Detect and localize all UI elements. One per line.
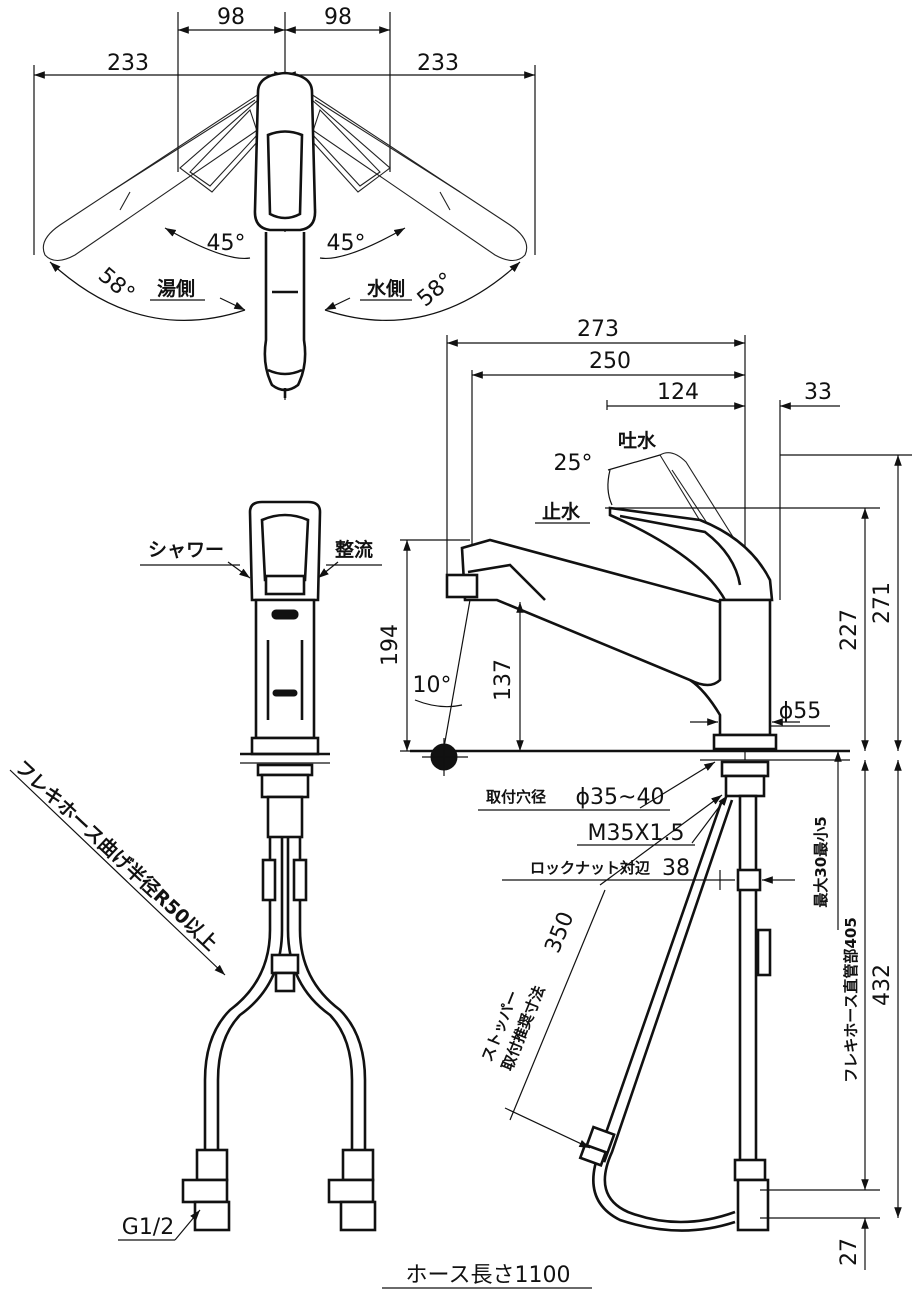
- locknut-label: ロックナット対辺: [530, 859, 651, 877]
- counter-thickness-label: 最大30最小5: [812, 816, 830, 907]
- aerated-label: 整流: [335, 538, 373, 561]
- water-out-label: 吐水: [618, 430, 657, 452]
- mount-hole-value: ϕ35~40: [576, 785, 665, 810]
- angle-58-right: 58°: [413, 268, 459, 312]
- dim-194: 194: [378, 624, 403, 666]
- dim-271: 271: [870, 582, 895, 624]
- dim-233-left: 233: [107, 51, 149, 76]
- angle-45-right: 45°: [327, 231, 366, 256]
- water-stop-label: 止水: [542, 501, 581, 523]
- dim-233-right: 233: [417, 51, 459, 76]
- flex-hose-length-label: フレキホース直管部405: [842, 917, 860, 1083]
- dim-273: 273: [577, 317, 619, 342]
- dim-98-right: 98: [324, 5, 352, 30]
- front-view: シャワー 整流 フレキホース曲げ半径R50以上 G1/2: [9, 500, 382, 1241]
- dim-250: 250: [589, 349, 631, 374]
- flex-hose-bend-label: フレキホース曲げ半径R50以上: [11, 755, 223, 955]
- mount-hole-label: 取付穴径: [486, 788, 546, 806]
- angle-58-left: 58°: [93, 263, 139, 307]
- cold-side-label: 水側: [367, 278, 405, 300]
- dim-98-left: 98: [217, 5, 245, 30]
- g-thread-label: G1/2: [122, 1215, 174, 1240]
- angle-10: 10°: [413, 673, 452, 698]
- thread-label: M35X1.5: [587, 821, 684, 846]
- hot-side-label: 湯側: [157, 278, 195, 300]
- dim-432: 432: [870, 964, 895, 1006]
- dim-137: 137: [491, 659, 516, 701]
- dim-27: 27: [837, 1238, 862, 1266]
- dim-227: 227: [837, 609, 862, 651]
- angle-25: 25°: [554, 451, 593, 476]
- dim-33: 33: [804, 380, 832, 405]
- phi-55: ϕ55: [779, 699, 822, 724]
- shower-label: シャワー: [148, 539, 224, 561]
- dim-124: 124: [657, 380, 699, 405]
- dim-350: 350: [541, 908, 580, 956]
- top-view: 98 98 233 233 45° 45° 58° 58°: [33, 5, 536, 400]
- angle-45-left: 45°: [207, 231, 246, 256]
- locknut-value: 38: [662, 856, 690, 881]
- side-view: 273 250 124 33 25° 吐水 止水: [378, 317, 912, 1289]
- hose-length-label: ホース長さ1100: [406, 1263, 571, 1288]
